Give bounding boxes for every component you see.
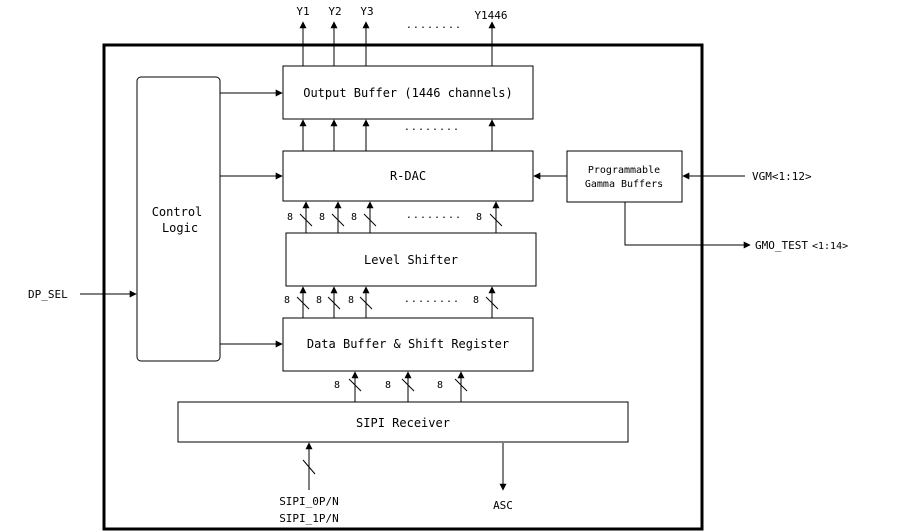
db-to-ls-bus-1-width: 8 <box>284 295 290 306</box>
control-logic-block <box>136 76 221 362</box>
db-to-ls-bus-3-slash <box>359 296 373 310</box>
chip-outline <box>102 43 704 531</box>
output-buffer-block <box>282 65 534 120</box>
sipi-receiver-label: SIPI Receiver <box>356 416 450 430</box>
sipi-to-db-bus-2-width: 8 <box>385 380 391 391</box>
db-to-ls-bus-4-width: 8 <box>473 295 479 306</box>
ls-to-rdac-bus-1-slash <box>299 213 313 227</box>
sipi-to-db-bus-1-slash <box>348 378 362 392</box>
asc-label: ASC <box>493 499 513 512</box>
output-buffer-label: Output Buffer (1446 channels) <box>303 86 513 100</box>
dp-sel-label: DP_SEL <box>28 288 68 301</box>
sipi-input-bus-slash <box>302 459 316 475</box>
gamma-buffers-label-line2: Gamma Buffers <box>585 179 663 190</box>
gmo-test-label: GMO_TEST <1:14> <box>755 239 848 252</box>
ls-to-rdac-bus-2-width: 8 <box>319 212 325 223</box>
control-logic-label-line2: Logic <box>162 221 198 235</box>
gamma-buffers-block <box>566 150 683 203</box>
rdac-label: R-DAC <box>390 169 426 183</box>
output-channels-ellipsis: ........ <box>406 20 462 31</box>
ls-to-rdac-bus-3-width: 8 <box>351 212 357 223</box>
sipi-to-db-bus-3-width: 8 <box>437 380 443 391</box>
control-logic-label-line1: Control <box>152 205 203 219</box>
gmo-test-name: GMO_TEST <box>755 239 808 252</box>
data-buffer-block <box>282 317 534 372</box>
rdac-block <box>282 150 534 202</box>
sipi-to-db-bus-3-slash <box>454 378 468 392</box>
y1446-label: Y1446 <box>474 9 507 22</box>
level-shifter-block <box>285 232 537 287</box>
ls-to-rdac-bus-2-slash <box>331 213 345 227</box>
db-to-ls-bus-2-slash <box>327 296 341 310</box>
ls-to-rdac-bus-4-slash <box>489 213 503 227</box>
gamma-buffers-label-line1: Programmable <box>588 165 660 176</box>
y3-label: Y3 <box>360 5 373 18</box>
rdac-output-ellipsis: ........ <box>404 122 460 133</box>
sipi-0-label: SIPI_0P/N <box>279 495 339 508</box>
level-shifter-label: Level Shifter <box>364 253 458 267</box>
gmo-test-arrow <box>624 202 751 249</box>
gmo-test-range: <1:14> <box>812 241 848 252</box>
sipi-to-db-bus-1-width: 8 <box>334 380 340 391</box>
db-to-ls-bus-2-width: 8 <box>316 295 322 306</box>
db-to-ls-bus-4-slash <box>485 296 499 310</box>
sipi-1-label: SIPI_1P/N <box>279 512 339 525</box>
db-to-ls-bus-1-slash <box>296 296 310 310</box>
db-to-ls-bus-3-width: 8 <box>348 295 354 306</box>
sipi-receiver-block <box>177 401 629 443</box>
ls-to-rdac-bus-3-slash <box>363 213 377 227</box>
ls-to-rdac-ellipsis: ........ <box>406 210 462 221</box>
data-buffer-label: Data Buffer & Shift Register <box>307 337 509 351</box>
ls-to-rdac-bus-4-width: 8 <box>476 212 482 223</box>
vgm-label: VGM<1:12> <box>752 170 812 183</box>
y2-label: Y2 <box>328 5 341 18</box>
db-to-ls-ellipsis: ........ <box>404 294 460 305</box>
y1-label: Y1 <box>296 5 309 18</box>
ls-to-rdac-bus-1-width: 8 <box>287 212 293 223</box>
sipi-to-db-bus-2-slash <box>401 378 415 392</box>
